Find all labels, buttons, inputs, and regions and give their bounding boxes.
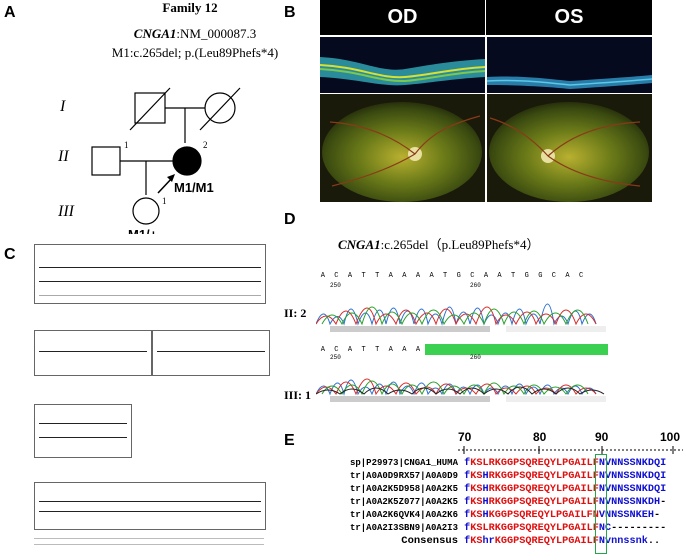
chromatogram-row2 bbox=[316, 378, 606, 402]
erg-oscillatory-potentials bbox=[34, 404, 132, 458]
base-row1_bases-7: A bbox=[415, 272, 421, 280]
base-row2_bases-2: A bbox=[347, 346, 353, 354]
sequence-id: tr|A0A2K6QVK4|A0A2K6 bbox=[349, 510, 458, 520]
base-row1_bases-10: G bbox=[456, 272, 461, 280]
iii1-number: 1 bbox=[162, 196, 167, 206]
base-row2_bases-0: A bbox=[320, 346, 325, 354]
alignment-row: tr|A0A2K5D958|A0A2K5 fKSHRKGGPSQREQYLPGA… bbox=[310, 484, 666, 495]
base-row2_bases-3: T bbox=[361, 346, 366, 354]
pedigree-chart bbox=[91, 87, 241, 225]
base-row2_bases-7: A bbox=[415, 346, 421, 354]
erg-dark-adapted-0.01 bbox=[34, 244, 266, 304]
oct-scans bbox=[320, 37, 652, 93]
row1-tick-260: 260 bbox=[470, 282, 481, 289]
alignment-row: tr|A0A2I3SBN9|A0A2I3 fKSLRKGGPSQREQYLPGA… bbox=[310, 523, 666, 534]
alignment-ruler bbox=[458, 446, 683, 454]
ruler-70: 70 bbox=[458, 430, 472, 444]
base-row2_bases-1: C bbox=[334, 346, 339, 354]
od-header: OD bbox=[320, 0, 485, 35]
base-row1_bases-15: G bbox=[524, 272, 529, 280]
base-row1_bases-8: A bbox=[429, 272, 434, 280]
base-row1_bases-18: A bbox=[565, 272, 570, 280]
base-row1_bases-12: A bbox=[483, 272, 489, 280]
ii2-number: 2 bbox=[203, 140, 208, 150]
alignment-row: tr|A0A2K5Z077|A0A2K5 fKSHRKGGPSQREQYLPGA… bbox=[310, 497, 666, 508]
erg-light-adapted-flicker bbox=[34, 482, 266, 530]
row2-tick-250: 250 bbox=[330, 354, 341, 361]
consensus-row: Consensus fKShrKGGPSQREQYLPGAILFNvnnssnk… bbox=[310, 535, 660, 548]
fundus-images bbox=[320, 94, 652, 202]
mutation-label: M1:c.265del; p.(Leu89Phefs*4) bbox=[111, 45, 279, 60]
sequence-id: tr|A0A0D9RX57|A0A0D9 bbox=[349, 471, 458, 481]
panel-letter-a: A bbox=[4, 4, 16, 21]
erg-dark-adapted-3.0-od bbox=[34, 330, 152, 376]
gene-transcript: CNGA1:NM_000087.3 bbox=[133, 26, 257, 41]
row1-tick-250: 250 bbox=[330, 282, 341, 289]
row2-tick-260: 260 bbox=[470, 354, 481, 361]
proband-arrow bbox=[167, 174, 175, 182]
sequence-id: tr|A0A2K5Z077|A0A2K5 bbox=[349, 497, 458, 507]
base-row1_bases-9: T bbox=[443, 272, 448, 280]
sequence-id: tr|A0A2K5D958|A0A2K5 bbox=[349, 484, 458, 494]
base-row2_bases-4: T bbox=[375, 346, 380, 354]
pedigree-iii1-female bbox=[132, 197, 160, 225]
pedigree-ii1-male bbox=[91, 146, 121, 176]
panel-letter-b: B bbox=[284, 4, 296, 21]
base-row2_bases-5: A bbox=[388, 346, 393, 354]
base-row1_bases-11: C bbox=[470, 272, 475, 280]
heterozygous-highlight bbox=[425, 344, 608, 355]
row1-sample-label: II: 2 bbox=[284, 306, 307, 320]
row2-sample-label: III: 1 bbox=[284, 388, 312, 402]
base-row1_bases-4: T bbox=[375, 272, 380, 280]
os-header: OS bbox=[486, 0, 652, 35]
generation-label-i: I bbox=[60, 98, 66, 115]
alignment-row: sp|P29973|CNGA1_HUMA fKSLRKGGPSQREQYLPGA… bbox=[310, 458, 666, 469]
proband-genotype: M1/M1 bbox=[174, 180, 214, 195]
chromatogram-title: CNGA1:c.265del（p.Leu89Phefs*4） bbox=[338, 237, 540, 252]
panel-letter-c: C bbox=[4, 246, 16, 263]
base-row1_bases-6: A bbox=[402, 272, 407, 280]
base-row2_bases-6: A bbox=[402, 346, 407, 354]
erg-dark-adapted-3.0-os bbox=[152, 330, 270, 376]
pedigree-ii2-affected-female bbox=[172, 146, 202, 176]
base-row1_bases-2: A bbox=[347, 272, 353, 280]
sequence-id: tr|A0A2I3SBN9|A0A2I3 bbox=[349, 523, 458, 533]
base-row1_bases-16: G bbox=[538, 272, 543, 280]
ruler-100: 100 bbox=[660, 430, 681, 444]
base-row1_bases-5: A bbox=[388, 272, 393, 280]
base-row1_bases-1: C bbox=[334, 272, 339, 280]
sequence-id: Consensus bbox=[401, 535, 458, 547]
base-row1_bases-19: C bbox=[578, 272, 584, 280]
conserved-column-box bbox=[595, 454, 607, 554]
panel-letter-e: E bbox=[284, 432, 295, 449]
family-title: Family 12 bbox=[162, 0, 218, 15]
generation-label-iii: III bbox=[58, 203, 74, 220]
base-row1_bases-13: A bbox=[497, 272, 502, 280]
alignment-row: tr|A0A2K6QVK4|A0A2K6 fKSHKGGPSQREQYLPGAI… bbox=[310, 510, 660, 521]
ii1-number: 1 bbox=[124, 140, 129, 150]
ruler-80: 80 bbox=[533, 430, 547, 444]
sequence-id: sp|P29973|CNGA1_HUMA bbox=[349, 458, 458, 468]
erg-report bbox=[22, 234, 272, 552]
base-row1_bases-14: T bbox=[511, 272, 516, 280]
generation-label-ii: II bbox=[58, 148, 69, 165]
panel-letter-d: D bbox=[284, 211, 296, 228]
base-row1_bases-0: A bbox=[320, 272, 325, 280]
ruler-90: 90 bbox=[595, 430, 609, 444]
chromatogram-row1 bbox=[316, 303, 606, 332]
base-row1_bases-3: T bbox=[361, 272, 366, 280]
base-row1_bases-17: C bbox=[551, 272, 556, 280]
alignment-row: tr|A0A0D9RX57|A0A0D9 fKSHRKGGPSQREQYLPGA… bbox=[310, 471, 666, 482]
